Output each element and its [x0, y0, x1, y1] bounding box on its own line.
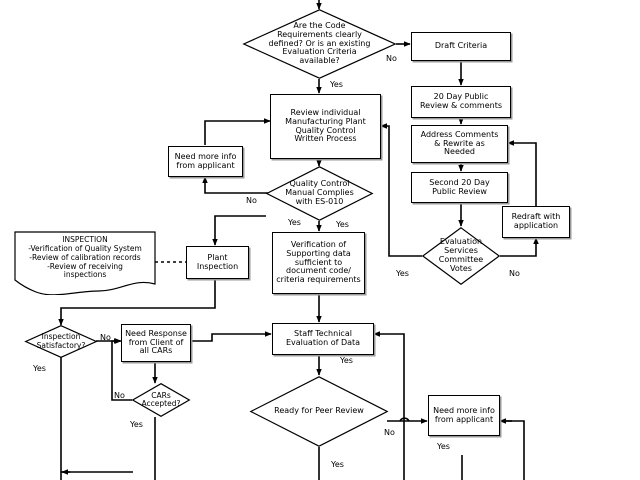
edge-label-peer-review-yes: Yes: [331, 460, 344, 469]
edge-committee-yes: [380, 123, 422, 257]
edge-label-peer-review-no: No: [384, 428, 395, 437]
node-quality-control-decision-label: Quality Control Manual Complies with ES-…: [285, 179, 354, 206]
node-redraft-with-application-label: Redraft with application: [511, 212, 561, 230]
edge-return-to-staff: [373, 331, 405, 480]
node-evaluation-committee-decision[interactable]: Evaluation Services Committee Votes: [421, 227, 501, 285]
edge-label-committee-no: No: [509, 269, 520, 278]
node-evaluation-committee-decision-label: Evaluation Services Committee Votes: [438, 237, 484, 273]
node-ready-for-peer-review-decision[interactable]: Ready for Peer Review: [249, 376, 389, 447]
node-second-public-review-label: Second 20 Day Public Review: [429, 177, 490, 196]
edge-label-staff-eval-yes: Yes: [340, 356, 353, 365]
edge-right-feedback-to-need-info: [500, 420, 525, 441]
edge-need-info-top-to-review: [204, 118, 271, 145]
edge-plant-to-inspection-satisfactory: [58, 279, 216, 326]
edge-label-qc-yes-right: Yes: [336, 220, 349, 229]
node-draft-criteria[interactable]: Draft Criteria: [411, 32, 511, 61]
edge-label-qc-yes-left: Yes: [288, 218, 301, 227]
edge-cars-no: [111, 338, 132, 401]
edge-line-hop: [399, 417, 410, 422]
node-plant-inspection[interactable]: Plant Inspection: [186, 246, 249, 279]
node-need-response-cars-label: Need Response from Client of all CARs: [125, 328, 187, 356]
node-20-day-public-review[interactable]: 20 Day Public Review & comments: [411, 86, 511, 118]
node-20-day-public-review-label: 20 Day Public Review & comments: [419, 92, 503, 110]
edge-redraft-to-address: [507, 140, 537, 206]
node-inspection-document-label: INSPECTION -Verification of Quality Syst…: [28, 235, 142, 280]
node-second-public-review[interactable]: Second 20 Day Public Review: [411, 172, 508, 203]
node-need-more-info-top-label: Need more info from applicant: [174, 151, 237, 170]
edge-label-code-req-no: No: [386, 54, 397, 63]
node-need-more-info-bottom[interactable]: Need more info from applicant: [428, 395, 500, 436]
node-address-comments[interactable]: Address Comments & Rewrite as Needed: [411, 125, 508, 163]
node-cars-accepted-decision[interactable]: CARs Accepted?: [131, 383, 191, 417]
edge-label-need-info-bottom-yes: Yes: [437, 442, 450, 451]
node-need-more-info-top[interactable]: Need more info from applicant: [168, 146, 243, 177]
edge-label-cars-yes: Yes: [130, 420, 143, 429]
edge-label-inspection-yes: Yes: [33, 364, 46, 373]
node-redraft-with-application[interactable]: Redraft with application: [502, 206, 570, 238]
node-code-requirements-decision[interactable]: Are the Code Requirements clearly define…: [242, 9, 397, 79]
node-review-written-process[interactable]: Review individual Manufacturing Plant Qu…: [270, 94, 381, 159]
node-need-response-cars[interactable]: Need Response from Client of all CARs: [121, 324, 191, 362]
node-code-requirements-decision-label: Are the Code Requirements clearly define…: [268, 21, 371, 66]
node-verification-supporting-data-label: Verification of Supporting data sufficie…: [276, 239, 361, 285]
node-review-written-process-label: Review individual Manufacturing Plant Qu…: [285, 107, 366, 144]
edge-label-committee-yes: Yes: [396, 269, 409, 278]
node-verification-supporting-data[interactable]: Verification of Supporting data sufficie…: [272, 232, 365, 294]
node-inspection-satisfactory-decision[interactable]: Inspection Satisfactory?: [24, 325, 98, 358]
edge-label-qc-no: No: [246, 196, 257, 205]
node-address-comments-label: Address Comments & Rewrite as Needed: [420, 129, 499, 157]
edge-need-response-to-staff: [190, 331, 272, 342]
edge-qc-yes-left-to-plant: [212, 215, 266, 246]
edge-committee-no: [500, 237, 539, 257]
node-need-more-info-bottom-label: Need more info from applicant: [433, 405, 495, 424]
node-ready-for-peer-review-decision-label: Ready for Peer Review: [274, 406, 364, 416]
node-draft-criteria-label: Draft Criteria: [434, 41, 488, 51]
node-inspection-satisfactory-decision-label: Inspection Satisfactory?: [36, 332, 86, 350]
node-cars-accepted-decision-label: CARs Accepted?: [141, 390, 181, 408]
edge-label-inspection-no: No: [100, 333, 111, 342]
node-staff-technical-evaluation-label: Staff Technical Evaluation of Data: [285, 329, 361, 347]
node-inspection-document[interactable]: INSPECTION -Verification of Quality Syst…: [14, 231, 156, 295]
node-quality-control-decision[interactable]: Quality Control Manual Complies with ES-…: [265, 166, 374, 221]
edge-label-code-req-yes: Yes: [330, 80, 343, 89]
node-plant-inspection-label: Plant Inspection: [196, 252, 239, 271]
edge-qc-no: [202, 176, 269, 194]
node-staff-technical-evaluation[interactable]: Staff Technical Evaluation of Data: [272, 323, 374, 355]
edge-label-cars-no: No: [114, 391, 125, 400]
